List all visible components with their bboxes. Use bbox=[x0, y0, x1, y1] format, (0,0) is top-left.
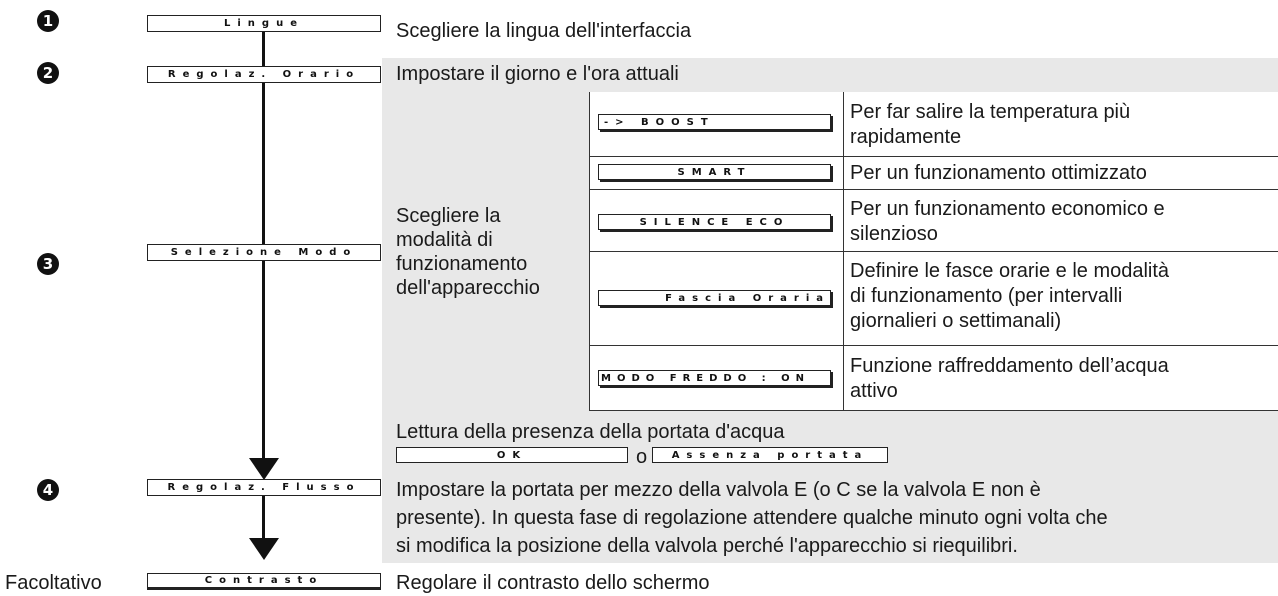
lcd-assenza-portata: Assenza portata bbox=[652, 447, 888, 463]
mode-freddo-desc-line-1: Funzione raffreddamento dell’acqua bbox=[850, 355, 1169, 377]
mode-fascia-desc-line-3: giornalieri o settimanali) bbox=[850, 310, 1062, 332]
step-4-description-line-2: presente). In questa fase di regolazione… bbox=[396, 507, 1108, 529]
step-3-description-line-2: modalità di bbox=[396, 229, 493, 251]
step-4-description-line-1: Impostare la portata per mezzo della val… bbox=[396, 479, 1041, 501]
step-2-number: 2 bbox=[37, 62, 59, 84]
mode-boost-desc-line-2: rapidamente bbox=[850, 126, 962, 148]
step-3-description-line-4: dell'apparecchio bbox=[396, 277, 540, 299]
lcd-regolaz-flusso: Regolaz. Flusso bbox=[147, 479, 381, 496]
flow-line-bottom bbox=[262, 496, 265, 542]
or-text: o bbox=[636, 446, 648, 468]
mode-boost-desc-line-1: Per far salire la temperatura più bbox=[850, 101, 1131, 123]
mode-fascia-desc-line-1: Definire le fasce orarie e le modalità bbox=[850, 260, 1170, 282]
mode-row-border-4 bbox=[589, 345, 1278, 346]
lcd-mode-silence-eco: SILENCE ECO bbox=[598, 214, 831, 230]
mode-row-border-5 bbox=[589, 410, 1278, 411]
band-step4 bbox=[382, 411, 1278, 563]
step-4-reading-text: Lettura della presenza della portata d'a… bbox=[396, 421, 785, 443]
lcd-mode-freddo: MODO FREDDO : ON bbox=[598, 370, 831, 386]
lcd-lingue: Lingue bbox=[147, 15, 381, 32]
mode-row-border-1 bbox=[589, 156, 1278, 157]
mode-silence-eco-desc-line-2: silenzioso bbox=[850, 223, 938, 245]
step-3-number: 3 bbox=[37, 253, 59, 275]
flow-arrow-1 bbox=[249, 458, 279, 480]
step-3-description-line-3: funzionamento bbox=[396, 253, 528, 275]
optional-description: Regolare il contrasto dello schermo bbox=[396, 572, 710, 594]
step-1-number: 1 bbox=[37, 10, 59, 32]
mode-fascia-desc-line-2: di funzionamento (per intervalli bbox=[850, 285, 1123, 307]
step-3-description-line-1: Scegliere la bbox=[396, 205, 501, 227]
mode-row-border-3 bbox=[589, 251, 1278, 252]
lcd-mode-smart: SMART bbox=[598, 164, 831, 180]
step-1-description: Scegliere la lingua dell'interfaccia bbox=[396, 20, 692, 42]
lcd-selezione-modo: Selezione Modo bbox=[147, 244, 381, 261]
band-step2 bbox=[382, 58, 1278, 91]
lcd-mode-boost: -> BOOST bbox=[598, 114, 831, 130]
flow-arrow-2 bbox=[249, 538, 279, 560]
step-4-description-line-3: si modifica la posizione della valvola p… bbox=[396, 535, 1018, 557]
lcd-regolaz-orario: Regolaz. Orario bbox=[147, 66, 381, 83]
mode-row-border-2 bbox=[589, 189, 1278, 190]
mode-smart-desc: Per un funzionamento ottimizzato bbox=[850, 162, 1147, 184]
step-2-description: Impostare il giorno e l'ora attuali bbox=[396, 63, 679, 85]
lcd-ok: OK bbox=[396, 447, 628, 463]
optional-label: Facoltativo bbox=[5, 572, 102, 594]
mode-freddo-desc-line-2: attivo bbox=[850, 380, 898, 402]
mode-silence-eco-desc-line-1: Per un funzionamento economico e bbox=[850, 198, 1165, 220]
lcd-contrasto: Contrasto bbox=[147, 573, 381, 590]
step-4-number: 4 bbox=[37, 479, 59, 501]
lcd-mode-fascia-oraria: Fascia Oraria bbox=[598, 290, 831, 306]
